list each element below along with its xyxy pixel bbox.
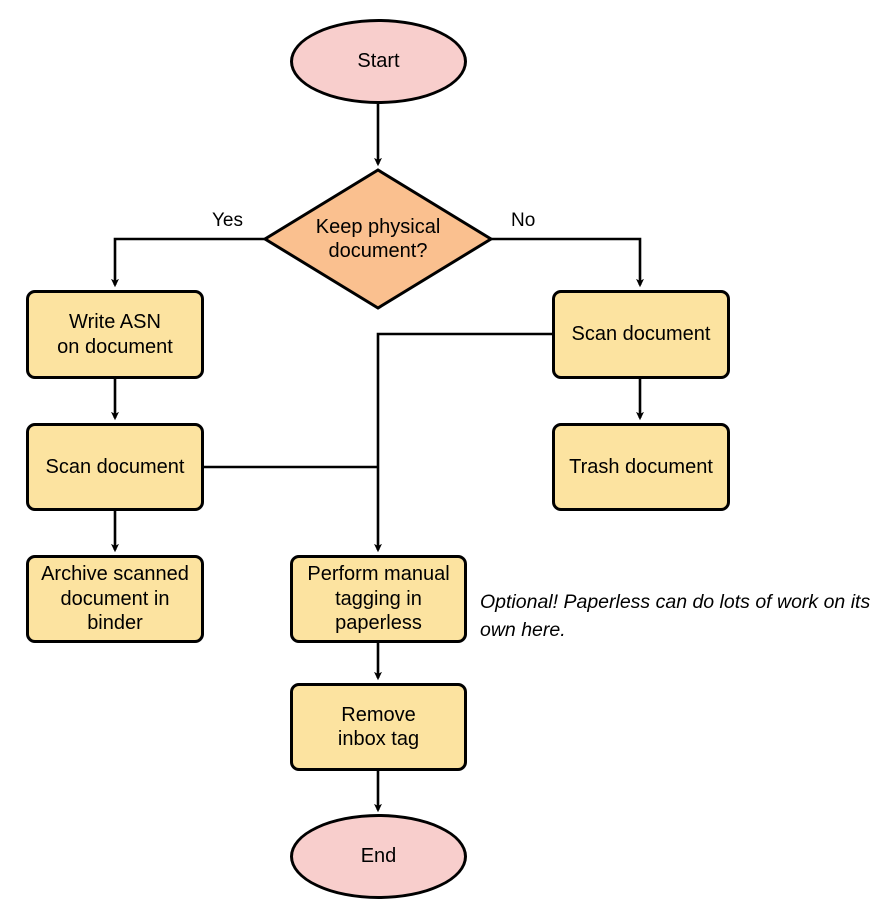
edge-decision-no-to-scan-right [491, 237, 644, 288]
node-remove-tag-label: Remove inbox tag [337, 703, 420, 750]
node-scan-right-label: Scan document [571, 323, 711, 346]
edge-label-no: No [508, 210, 539, 232]
edge-scan-right-to-tagging [374, 332, 552, 553]
node-scan-left[interactable]: Scan document [26, 423, 204, 511]
node-start-label: Start [357, 50, 400, 73]
node-trash-label: Trash document [569, 455, 713, 478]
node-scan-right[interactable]: Scan document [552, 290, 730, 379]
node-trash[interactable]: Trash document [552, 423, 730, 511]
node-decision-label: Keep physical document? [315, 215, 441, 262]
node-tagging[interactable]: Perform manual tagging in paperless [290, 555, 467, 643]
node-remove-tag[interactable]: Remove inbox tag [290, 683, 467, 771]
edge-decision-yes-to-write-asn [111, 237, 265, 288]
node-end-label: End [360, 845, 397, 868]
node-archive-label: Archive scanned document in binder [41, 563, 189, 635]
node-scan-left-label: Scan document [45, 455, 185, 478]
node-write-asn[interactable]: Write ASN on document [26, 290, 204, 379]
node-end[interactable]: End [290, 814, 467, 899]
node-tagging-label: Perform manual tagging in paperless [307, 563, 450, 635]
node-decision[interactable]: Keep physical document? [265, 170, 491, 308]
node-archive[interactable]: Archive scanned document in binder [26, 555, 204, 643]
node-start[interactable]: Start [290, 19, 467, 104]
node-write-asn-label: Write ASN on document [57, 311, 173, 358]
annotation-optional-note: Optional! Paperless can do lots of work … [480, 591, 871, 642]
edge-label-yes: Yes [209, 210, 246, 232]
